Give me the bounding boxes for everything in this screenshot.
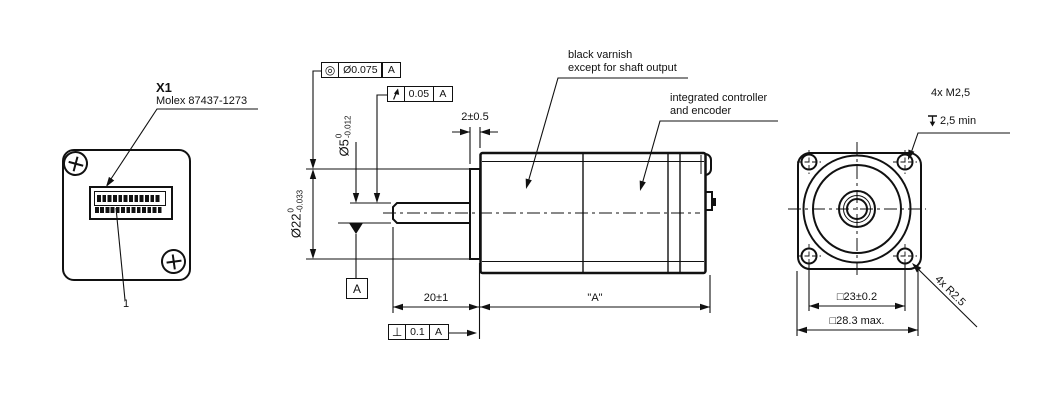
shaft-dia-nominal: Ø5 bbox=[336, 139, 352, 157]
connector-designator: X1 bbox=[156, 80, 172, 95]
fcf-perpendicularity: ⊥ 0.1 A bbox=[387, 324, 449, 340]
controller-note-line1: integrated controller bbox=[670, 92, 768, 104]
fcf-perpendicularity-tolerance: 0.1 bbox=[405, 324, 430, 340]
finish-note: black varnish except for shaft output bbox=[568, 49, 677, 75]
connector-part-number: Molex 87437-1273 bbox=[156, 95, 248, 107]
fcf-runout-datum: A bbox=[432, 86, 453, 102]
datum-triangle-icon bbox=[349, 223, 363, 234]
corner-radius-note: 4x R2.5 bbox=[932, 273, 968, 309]
thread-depth-value: 2,5 min bbox=[940, 114, 977, 127]
fcf-perpendicularity-datum: A bbox=[428, 324, 449, 340]
shaft-length-dimension: 20±1 bbox=[423, 292, 449, 304]
connector-pins-row-top bbox=[97, 195, 161, 202]
thread-depth-note: 2,5 min bbox=[927, 114, 976, 127]
pilot-dia-nominal: Ø22 bbox=[288, 213, 304, 239]
flange-outline bbox=[797, 152, 922, 270]
pin-one-label: 1 bbox=[123, 298, 130, 310]
rear-connector-nub bbox=[711, 198, 716, 206]
centerlines bbox=[383, 142, 926, 277]
depth-icon bbox=[928, 115, 937, 127]
concentricity-icon: ◎ bbox=[320, 62, 340, 78]
arrowheads bbox=[106, 128, 922, 337]
controller-note: integrated controller and encoder bbox=[670, 92, 767, 118]
pilot-dia-lower-tol: -0.033 bbox=[295, 189, 304, 213]
pilot-diameter-dimension: Ø22 0 -0.033 bbox=[287, 189, 305, 239]
mounting-thread-note: 4x M2,5 bbox=[931, 87, 971, 99]
finish-note-line1: black varnish bbox=[568, 49, 633, 61]
datum-a-flag: A bbox=[346, 278, 368, 299]
leader-lines bbox=[106, 77, 1010, 328]
shaft-diameter-dimension: Ø5 0 -0.012 bbox=[335, 115, 353, 157]
body-length-dimension: "A" bbox=[587, 292, 603, 304]
finish-note-line2: except for shaft output bbox=[568, 62, 677, 74]
pilot-length-dimension: 2±0.5 bbox=[461, 111, 489, 123]
fcf-runout-tolerance: 0.05 bbox=[403, 86, 435, 102]
shaft-dia-lower-tol: -0.012 bbox=[343, 115, 352, 139]
runout-icon bbox=[386, 86, 405, 102]
perpendicularity-icon: ⊥ bbox=[387, 324, 407, 340]
fcf-concentricity-tolerance: Ø0.075 bbox=[338, 62, 383, 78]
connector-pins-row-bottom bbox=[95, 207, 163, 213]
fcf-runout: 0.05 A bbox=[386, 86, 453, 102]
body-tangent-lines bbox=[482, 160, 704, 263]
flange-size-dimension: □28.3 max. bbox=[829, 315, 885, 327]
hole-spacing-dimension: □23±0.2 bbox=[836, 291, 878, 303]
hole-center-marks bbox=[797, 150, 917, 268]
controller-note-line2: and encoder bbox=[670, 105, 732, 117]
fcf-concentricity-datum: A bbox=[381, 62, 402, 78]
fcf-concentricity: ◎ Ø0.075 A bbox=[320, 62, 402, 78]
